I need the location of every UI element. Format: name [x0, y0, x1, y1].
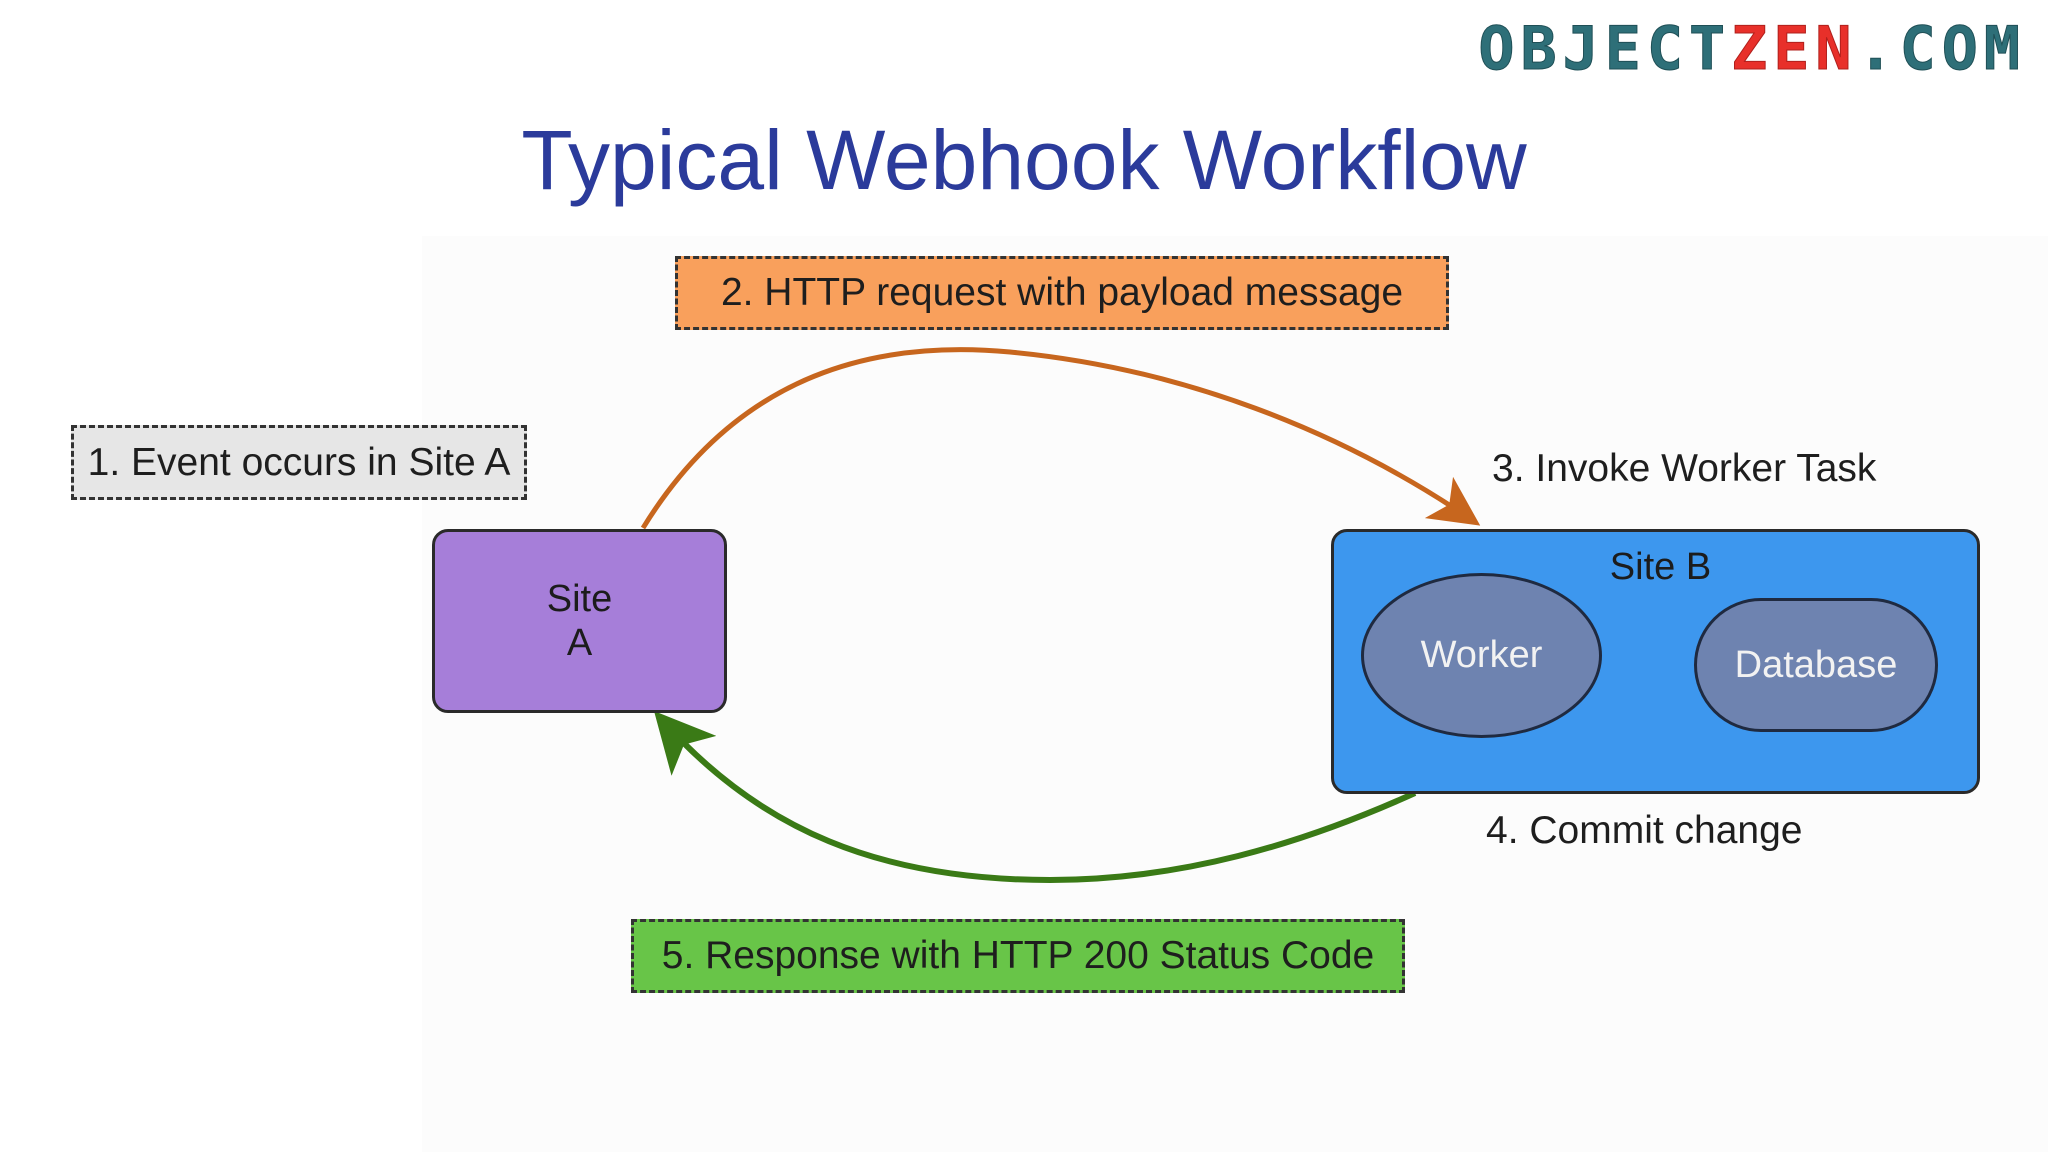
worker-label: Worker	[1420, 634, 1543, 676]
step5-text: 5. Response with HTTP 200 Status Code	[661, 934, 1375, 977]
step1-label: 1. Event occurs in Site A	[71, 425, 527, 500]
database-node: Database	[1694, 598, 1938, 732]
worker-node: Worker	[1361, 573, 1602, 738]
step5-label: 5. Response with HTTP 200 Status Code	[631, 919, 1405, 993]
response-arrow	[654, 711, 1417, 884]
site-b-title: Site B	[1609, 546, 1712, 588]
brand-part-com: .COM	[1857, 14, 2026, 85]
step3-label: 3. Invoke Worker Task	[1492, 447, 1877, 490]
step2-label: 2. HTTP request with payload message	[675, 256, 1449, 330]
page-title: Typical Webhook Workflow	[521, 113, 1527, 207]
brand-part-object: OBJECT	[1478, 14, 1732, 85]
step2-text: 2. HTTP request with payload message	[720, 271, 1404, 314]
step4-label: 4. Commit change	[1486, 809, 1803, 852]
site-b-node: Site B Worker Database	[1331, 529, 1980, 794]
database-label: Database	[1734, 643, 1898, 686]
site-a-label-line1: Site	[546, 578, 613, 620]
request-arrow	[640, 347, 1481, 530]
site-a-label-line2: A	[566, 622, 593, 664]
step1-text: 1. Event occurs in Site A	[87, 440, 511, 484]
brand-logo: OBJECTZEN.COM	[1478, 14, 2026, 85]
site-a-node: Site A	[432, 529, 727, 713]
brand-part-zen: ZEN	[1731, 14, 1858, 85]
